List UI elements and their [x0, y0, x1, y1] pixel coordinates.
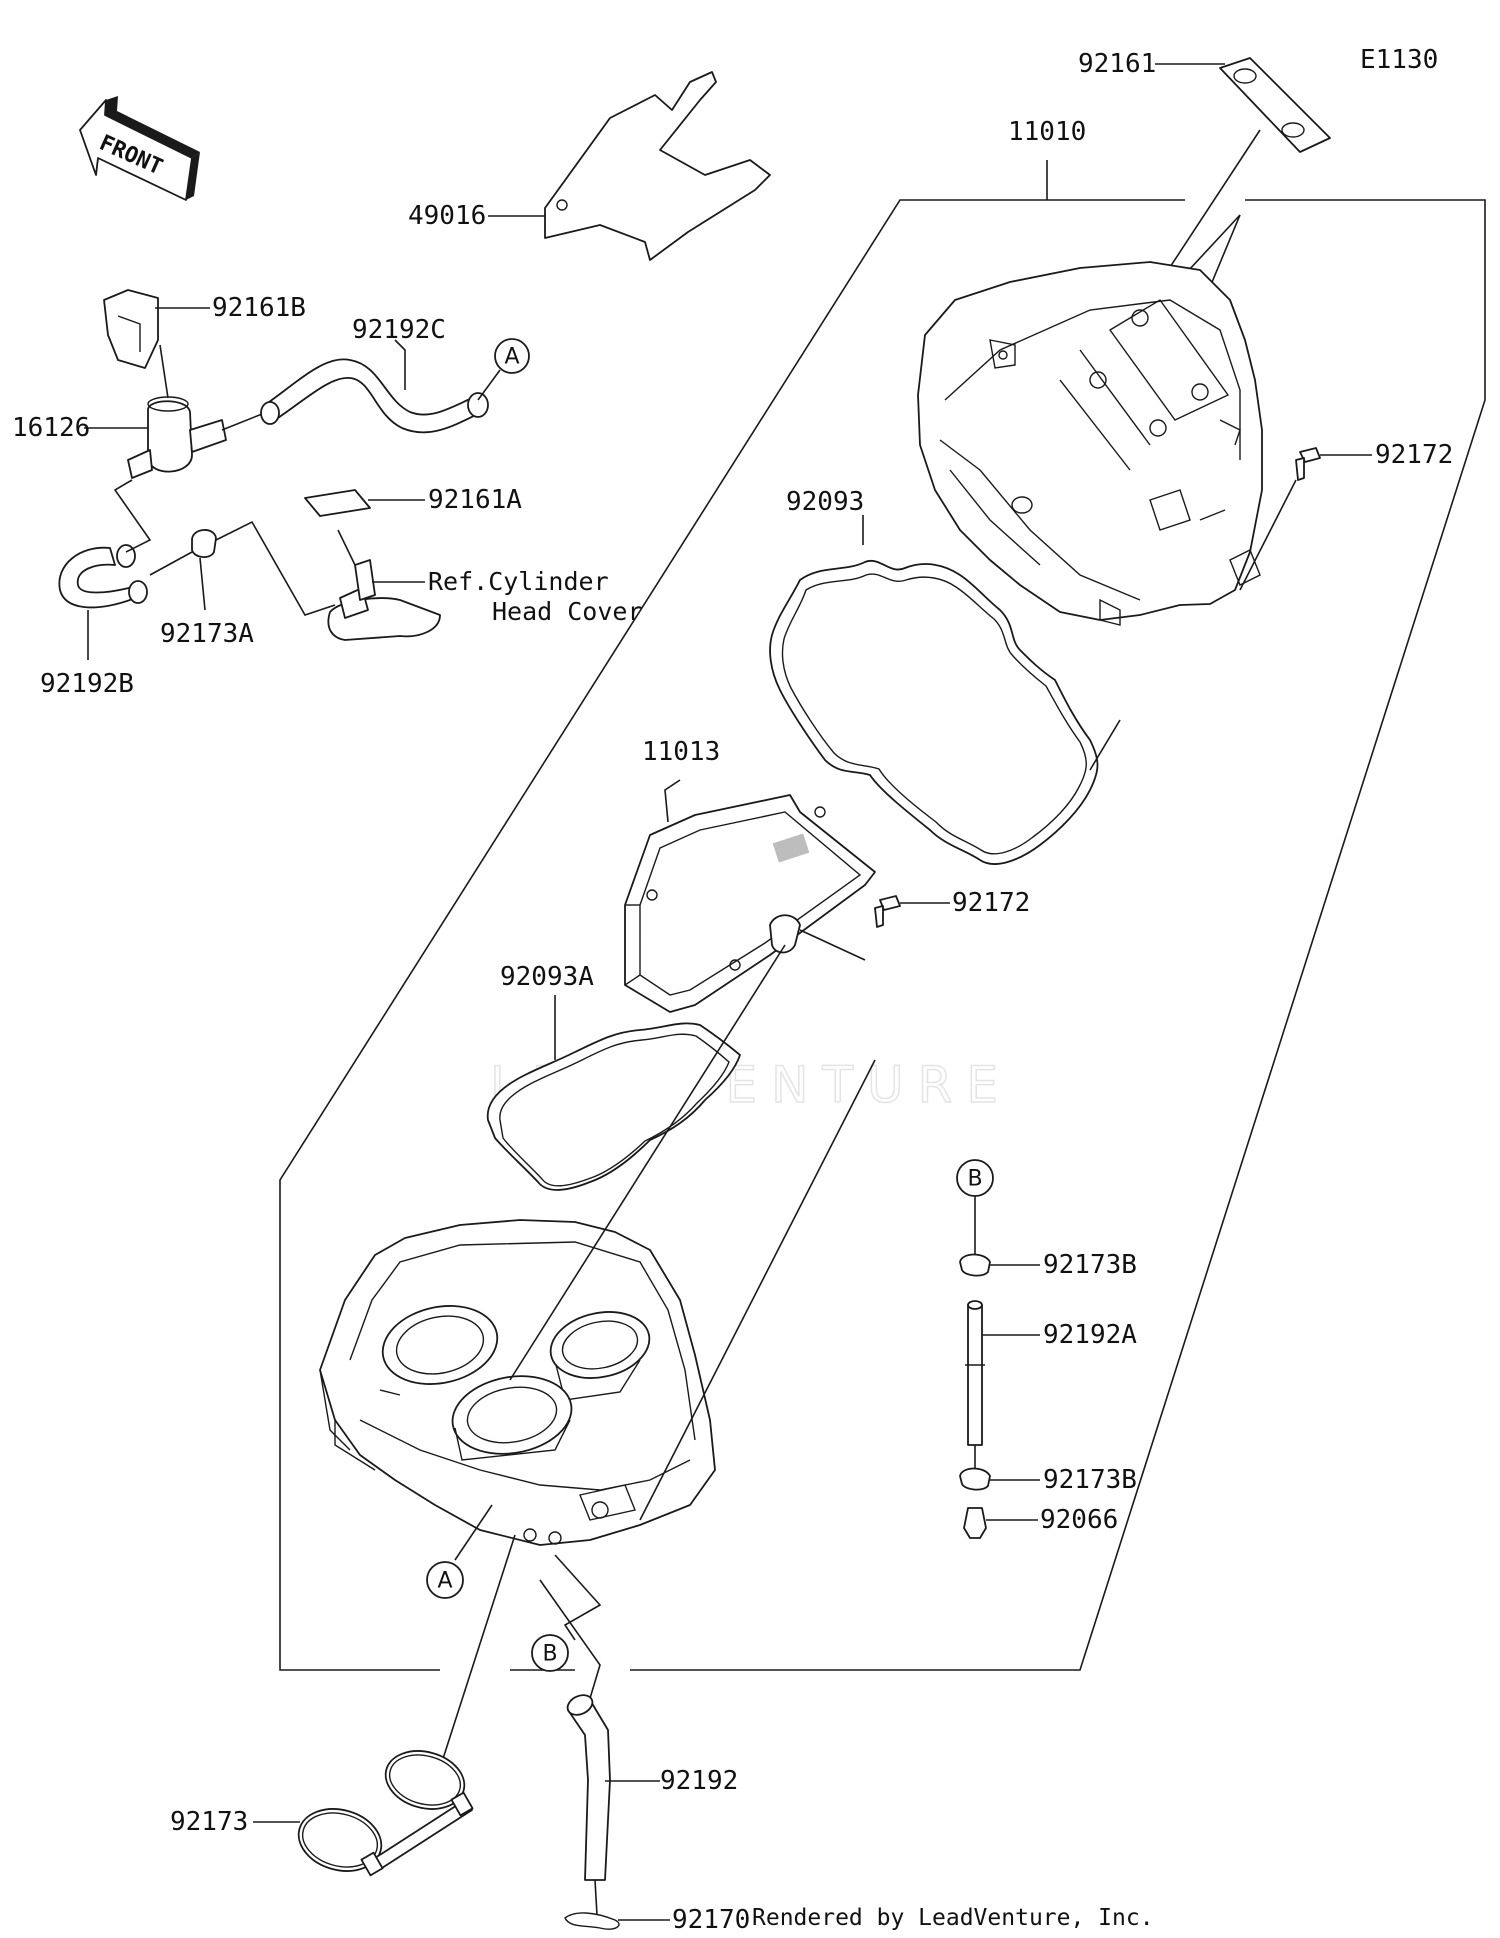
svg-text:B: B — [542, 1642, 557, 1667]
label-92172-mid: 92172 — [952, 888, 1030, 918]
label-92161: 92161 — [1078, 49, 1156, 79]
label-92192: 92192 — [660, 1766, 738, 1796]
label-92192A: 92192A — [1043, 1320, 1137, 1350]
svg-text:A: A — [437, 1569, 452, 1594]
leader-callout-b — [554, 1554, 602, 1641]
part-11010-cover — [917, 261, 1263, 626]
leader-airbox-right — [639, 1059, 876, 1521]
part-92173-clamps — [253, 1750, 474, 1877]
label-11013: 11013 — [642, 737, 720, 767]
part-92172-screw-mid — [874, 895, 950, 928]
figure-code: E1130 — [1360, 45, 1438, 75]
label-92192C: 92192C — [352, 315, 446, 345]
callout-b-right: B — [956, 1159, 994, 1197]
label-92192B: 92192B — [40, 669, 134, 699]
callout-a-bottom: A — [426, 1561, 464, 1599]
part-92173B-clip-bottom — [959, 1467, 1040, 1491]
label-49016: 49016 — [408, 201, 486, 231]
ref-cylinder-head-cover — [327, 529, 441, 641]
ref-note-line1: Ref.Cylinder — [428, 567, 609, 596]
part-92170-band — [564, 1912, 670, 1930]
footer-credit: Rendered by LeadVenture, Inc. — [752, 1905, 1154, 1931]
part-92161A-cap — [304, 489, 425, 517]
assembly-frame — [279, 160, 1486, 1671]
part-92172-screw-top — [1239, 447, 1372, 591]
part-16126-valve — [84, 344, 263, 479]
part-92093-gasket — [769, 515, 1121, 865]
part-49016-bracket — [488, 71, 771, 261]
part-92192C-hose — [260, 339, 501, 434]
leader-clamps — [439, 1534, 516, 1769]
label-92161A: 92161A — [428, 485, 522, 515]
label-92170: 92170 — [672, 1905, 750, 1935]
label-92093A: 92093A — [500, 962, 594, 992]
part-92192-hose — [566, 1694, 660, 1916]
part-92173A-clamp — [149, 520, 336, 616]
label-92173B-bottom: 92173B — [1043, 1465, 1137, 1495]
svg-text:A: A — [504, 345, 519, 370]
part-92173B-clip-top — [959, 1253, 1040, 1277]
part-92066-plug — [963, 1507, 1038, 1539]
part-92093A-gasket — [486, 995, 741, 1191]
label-92066: 92066 — [1040, 1505, 1118, 1535]
label-92173A: 92173A — [160, 619, 254, 649]
label-92093: 92093 — [786, 487, 864, 517]
part-92161B-cap — [103, 289, 210, 369]
part-92161-plate — [1154, 57, 1331, 336]
label-11010: 11010 — [1008, 117, 1086, 147]
label-92172-top: 92172 — [1375, 440, 1453, 470]
callout-a-top: A — [494, 338, 530, 374]
ref-note-line2: Head Cover — [492, 597, 643, 626]
label-16126: 16126 — [12, 413, 90, 443]
leader-callout-a — [454, 1504, 493, 1561]
part-92192B-hose — [58, 479, 152, 660]
callout-b-bottom: B — [531, 1634, 569, 1672]
part-92192A-hose — [965, 1300, 1040, 1472]
label-92161B: 92161B — [212, 293, 306, 323]
label-92173: 92173 — [170, 1807, 248, 1837]
part-lower-air-box — [319, 1219, 716, 1546]
part-11013-filter — [624, 779, 876, 1013]
label-92173B-top: 92173B — [1043, 1250, 1137, 1280]
svg-text:B: B — [967, 1167, 982, 1192]
leader-filter-airbox — [509, 944, 786, 1381]
front-arrow-icon: FRONT — [79, 96, 200, 201]
